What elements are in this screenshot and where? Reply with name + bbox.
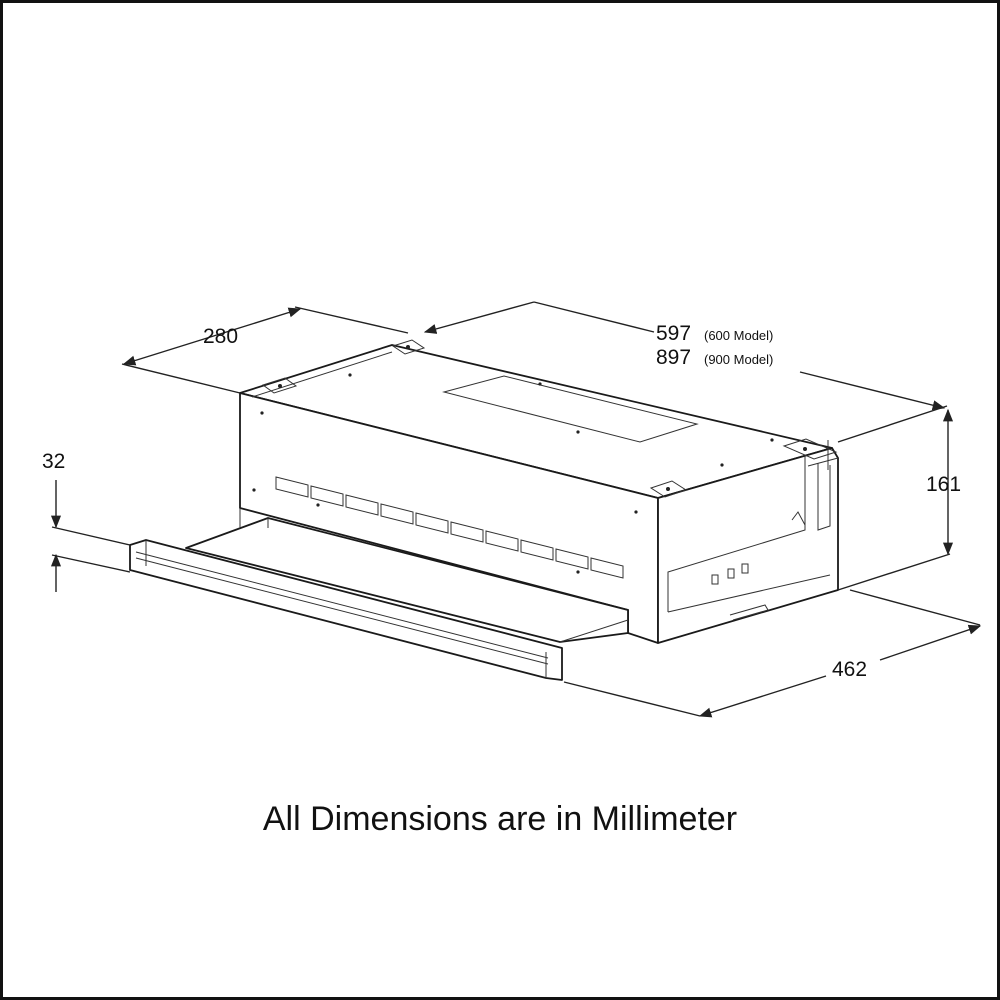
bracket-left: [261, 377, 298, 394]
slide-out-visor: [129, 508, 629, 681]
label-width-600: 597: [656, 322, 691, 345]
label-depth: 280: [203, 325, 238, 348]
dimension-height: [837, 408, 954, 591]
dimension-extended-depth: [563, 589, 982, 718]
bracket-back-right: [782, 438, 838, 460]
label-width-900: 897: [656, 346, 691, 369]
label-extended-depth: 462: [832, 658, 867, 681]
label-width-600-note: (600 Model): [704, 328, 773, 343]
dimension-width: [423, 301, 948, 443]
dimension-depth: [121, 306, 409, 394]
vent-slots: [275, 476, 624, 579]
bracket-back: [391, 339, 426, 355]
bracket-front-right: [649, 480, 688, 498]
label-width-900-note: (900 Model): [704, 352, 773, 367]
units-footnote: All Dimensions are in Millimeter: [262, 800, 738, 838]
hood-body: [239, 339, 839, 644]
dimension-visor-height: [50, 480, 131, 592]
label-height: 161: [926, 473, 961, 496]
label-visor-height: 32: [42, 450, 65, 473]
